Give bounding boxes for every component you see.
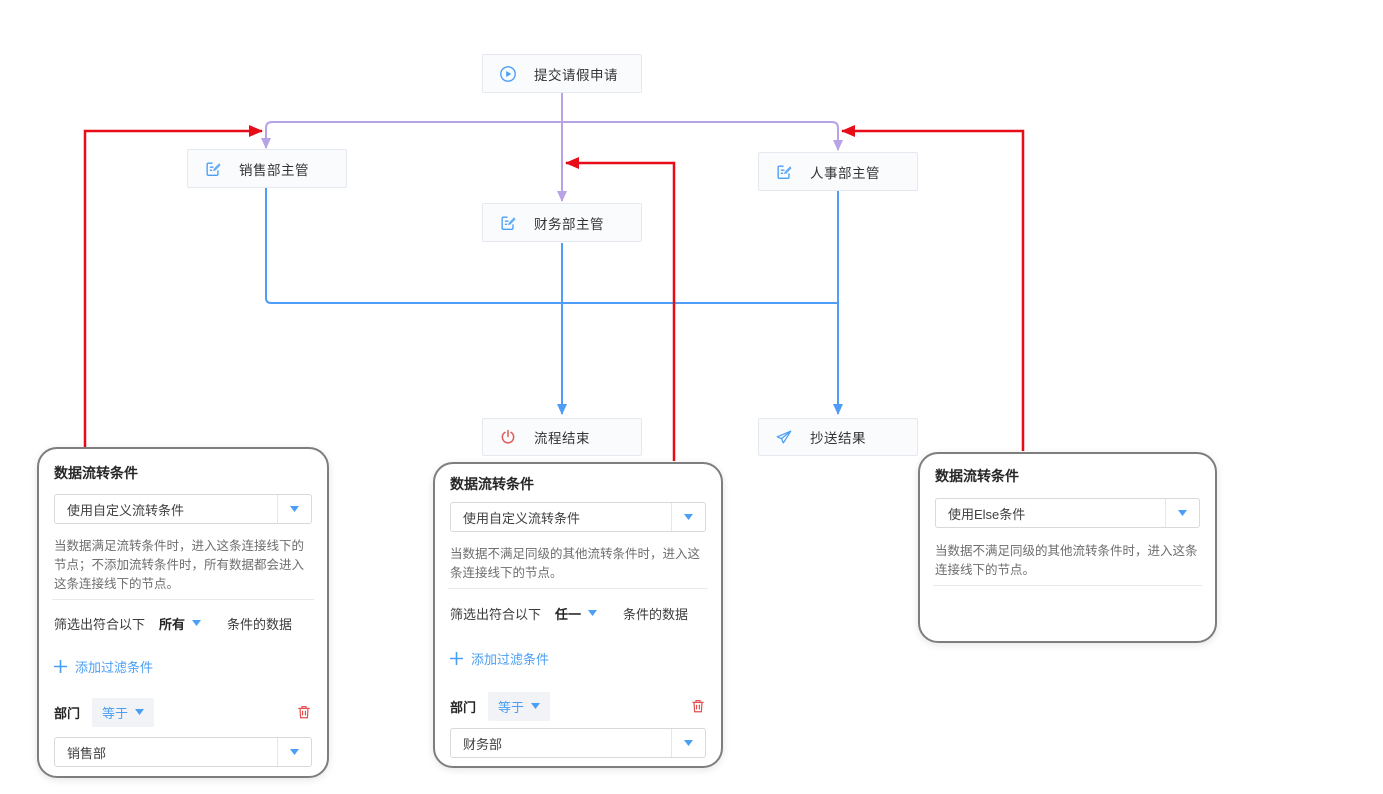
- operator-value: 等于: [102, 705, 129, 721]
- add-filter-label: 添加过滤条件: [75, 659, 154, 675]
- node-label: 财务部主管: [534, 216, 604, 232]
- node-sales[interactable]: 销售部主管: [187, 149, 347, 188]
- filter-mode-value: 所有: [159, 616, 186, 632]
- field-label: 部门: [54, 705, 81, 721]
- caret-down-icon: [135, 709, 145, 715]
- delete-condition-button[interactable]: [296, 704, 312, 720]
- form-icon: [775, 163, 793, 181]
- node-cc[interactable]: 抄送结果: [758, 418, 918, 456]
- delete-condition-button[interactable]: [690, 698, 706, 714]
- pointer-panel-finance[interactable]: [565, 157, 676, 461]
- node-start[interactable]: 提交请假申请: [482, 54, 642, 93]
- send-icon: [775, 428, 793, 446]
- condition-type-select[interactable]: 使用Else条件: [935, 498, 1200, 528]
- node-label: 人事部主管: [810, 165, 880, 181]
- operator-dropdown[interactable]: 等于: [92, 697, 155, 727]
- edge-sales-join[interactable]: [265, 188, 838, 304]
- node-finance[interactable]: 财务部主管: [482, 203, 642, 242]
- condition-description: 当数据不满足同级的其他流转条件时，进入这条连接线下的节点。: [450, 547, 701, 580]
- filter-prefix: 筛选出符合以下: [54, 616, 146, 632]
- filter-mode-dropdown[interactable]: 任一: [555, 604, 598, 623]
- filter-suffix: 条件的数据: [623, 606, 689, 622]
- field-label: 部门: [450, 699, 477, 715]
- condition-type-select[interactable]: 使用自定义流转条件: [54, 494, 312, 524]
- operator-dropdown[interactable]: 等于: [488, 691, 551, 721]
- condition-row: 部门 等于: [54, 697, 312, 727]
- trash-icon: [298, 705, 310, 719]
- condition-panel-finance: 数据流转条件 使用自定义流转条件 当数据不满足同级的其他流转条件时，进入这条连接…: [433, 462, 723, 768]
- add-filter-button[interactable]: 添加过滤条件: [450, 649, 706, 667]
- caret-down-icon: [531, 703, 541, 709]
- panel-title: 数据流转条件: [54, 465, 138, 481]
- field-value-select[interactable]: 销售部: [54, 737, 312, 767]
- condition-panel-sales: 数据流转条件 使用自定义流转条件 当数据满足流转条件时，进入这条连接线下的节点；…: [37, 447, 329, 778]
- condition-type-select[interactable]: 使用自定义流转条件: [450, 502, 706, 532]
- condition-description: 当数据满足流转条件时，进入这条连接线下的节点；不添加流转条件时，所有数据都会进入…: [54, 539, 305, 591]
- node-label: 销售部主管: [239, 162, 309, 178]
- filter-mode-value: 任一: [555, 606, 582, 622]
- caret-down-icon: [277, 495, 311, 523]
- edge-start-to-sales[interactable]: [261, 121, 562, 149]
- filter-row: 筛选出符合以下 任一 条件的数据: [450, 604, 706, 622]
- field-value-select[interactable]: 财务部: [450, 728, 706, 758]
- plus-icon: [54, 659, 67, 673]
- operator-value: 等于: [498, 699, 525, 715]
- filter-row: 筛选出符合以下 所有 条件的数据: [54, 614, 312, 632]
- caret-down-icon: [1165, 499, 1199, 527]
- caret-down-icon: [588, 610, 598, 616]
- filter-prefix: 筛选出符合以下: [450, 606, 542, 622]
- condition-type-value: 使用自定义流转条件: [463, 510, 581, 526]
- divider: [52, 599, 314, 600]
- condition-description: 当数据不满足同级的其他流转条件时，进入这条连接线下的节点。: [935, 544, 1198, 577]
- filter-suffix: 条件的数据: [227, 616, 293, 632]
- caret-down-icon: [192, 620, 202, 626]
- node-end[interactable]: 流程结束: [482, 418, 642, 456]
- divider: [448, 588, 708, 589]
- power-icon: [499, 428, 517, 446]
- condition-panel-else: 数据流转条件 使用Else条件 当数据不满足同级的其他流转条件时，进入这条连接线…: [918, 452, 1217, 643]
- form-icon: [204, 160, 222, 178]
- pointer-panel-else[interactable]: [841, 125, 1025, 451]
- node-label: 抄送结果: [810, 431, 866, 446]
- plus-icon: [450, 651, 463, 665]
- add-filter-label: 添加过滤条件: [471, 651, 550, 667]
- caret-down-icon: [277, 738, 311, 766]
- form-icon: [499, 214, 517, 232]
- panel-title: 数据流转条件: [450, 476, 534, 492]
- edge-start-to-hr[interactable]: [562, 121, 843, 151]
- pointer-panel-sales[interactable]: [83, 125, 263, 447]
- node-label: 流程结束: [534, 431, 590, 446]
- caret-down-icon: [671, 729, 705, 757]
- node-hr[interactable]: 人事部主管: [758, 152, 918, 191]
- panel-title: 数据流转条件: [935, 468, 1019, 484]
- field-value: 销售部: [67, 745, 107, 761]
- condition-row: 部门 等于: [450, 691, 706, 721]
- filter-mode-dropdown[interactable]: 所有: [159, 614, 202, 633]
- trash-icon: [692, 699, 704, 713]
- condition-type-value: 使用自定义流转条件: [67, 502, 185, 518]
- divider: [933, 585, 1202, 586]
- node-label: 提交请假申请: [534, 67, 618, 83]
- condition-type-value: 使用Else条件: [948, 506, 1026, 522]
- field-value: 财务部: [463, 736, 503, 752]
- add-filter-button[interactable]: 添加过滤条件: [54, 657, 312, 675]
- play-circle-icon: [499, 65, 517, 83]
- caret-down-icon: [671, 503, 705, 531]
